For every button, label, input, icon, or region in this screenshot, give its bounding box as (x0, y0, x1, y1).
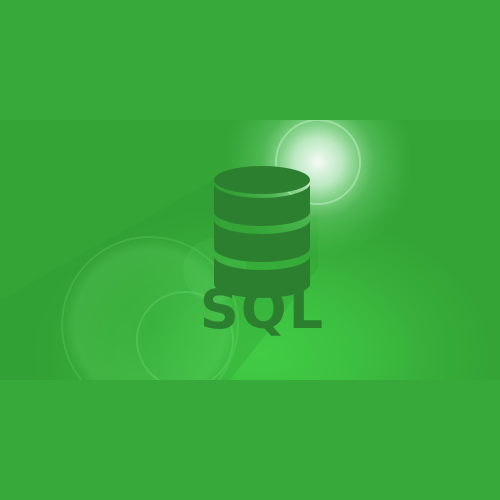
flare-ghost-small (136, 291, 234, 380)
sql-label: SQL (199, 278, 326, 341)
flare-ghost-large (61, 236, 239, 380)
database-icon (214, 166, 310, 298)
flare-ring (275, 120, 361, 205)
banner-panel: SQL (0, 120, 500, 380)
